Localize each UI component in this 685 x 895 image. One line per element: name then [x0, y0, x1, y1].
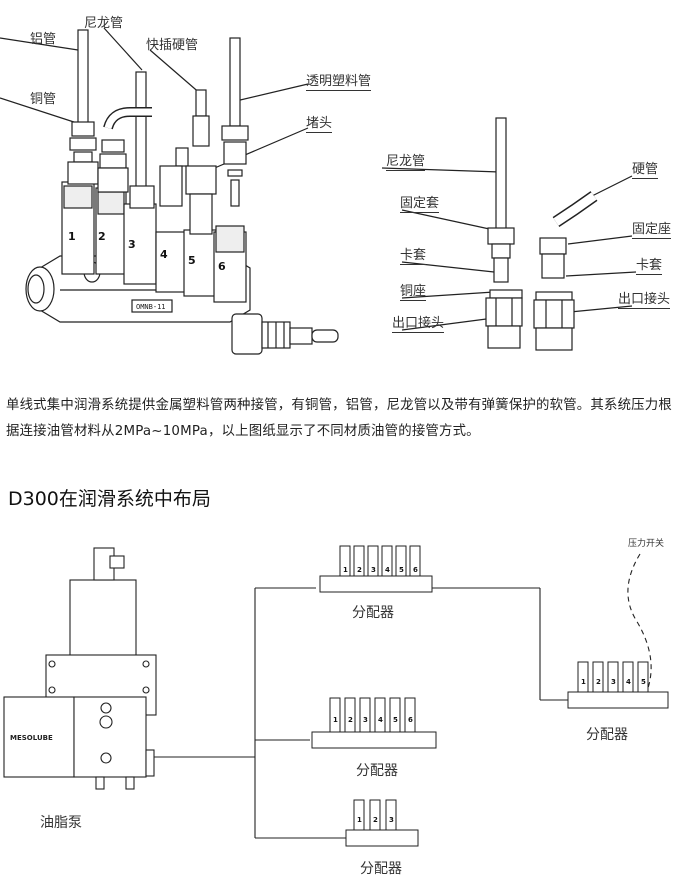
label-distributor-right: 分配器	[586, 727, 628, 743]
port-number: 1	[357, 816, 362, 824]
port-number: 5	[641, 678, 646, 686]
port-number: 2	[348, 716, 353, 724]
label-hard-tube: 硬管	[632, 158, 659, 179]
section-title: D300在润滑系统中布局	[8, 488, 211, 510]
port-number: 2	[373, 816, 378, 824]
port-number: 6	[408, 716, 413, 724]
label-grease-pump: 油脂泵	[40, 815, 82, 831]
label-copper-tube: 铜管	[30, 92, 57, 107]
distributor-right	[567, 661, 669, 709]
port-number: 3	[363, 716, 368, 724]
label-aluminum-tube: 铝管	[30, 32, 57, 47]
port-number: 5	[399, 566, 404, 574]
distributor-top	[319, 545, 433, 593]
port-number: 4	[378, 716, 383, 724]
port-number: 2	[98, 230, 106, 243]
port-number: 2	[357, 566, 362, 574]
label-ferrule-right: 卡套	[636, 254, 663, 275]
label-copper-seat: 铜座	[400, 280, 427, 301]
port-number: 3	[371, 566, 376, 574]
port-number: 1	[68, 230, 76, 243]
distributor-middle	[311, 697, 437, 749]
label-outlet-joint-left: 出口接头	[392, 312, 445, 333]
label-nylon-tube-detail: 尼龙管	[386, 150, 426, 171]
port-number: 1	[581, 678, 586, 686]
label-fixing-sleeve: 固定套	[400, 192, 440, 213]
block-marking: OMNB-11	[136, 303, 166, 311]
port-number: 4	[385, 566, 390, 574]
label-fixing-seat: 固定座	[632, 218, 672, 239]
label-transparent-plastic-tube: 透明塑料管	[306, 70, 372, 91]
label-plug: 堵头	[306, 112, 333, 133]
port-number: 5	[188, 254, 196, 267]
label-distributor-middle: 分配器	[356, 763, 398, 779]
port-number: 1	[343, 566, 348, 574]
description-paragraph: 单线式集中润滑系统提供金属塑料管两种接管，有铜管，铝管，尼龙管以及带有弹簧保护的…	[6, 398, 672, 439]
label-quick-insert-hard-tube: 快插硬管	[146, 38, 199, 53]
label-distributor-bottom: 分配器	[360, 861, 402, 877]
port-number: 3	[611, 678, 616, 686]
label-outlet-joint-right: 出口接头	[618, 288, 671, 309]
label-pressure-switch: 压力开关	[628, 539, 665, 549]
label-distributor-top: 分配器	[352, 605, 394, 621]
port-number: 3	[128, 238, 136, 251]
port-number: 5	[393, 716, 398, 724]
label-ferrule-left: 卡套	[400, 244, 427, 265]
port-number: 4	[160, 248, 168, 261]
pump-brand: MESOLUBE	[10, 734, 53, 742]
distributor-bottom	[345, 799, 419, 847]
port-number: 6	[413, 566, 418, 574]
port-number: 3	[389, 816, 394, 824]
port-number: 1	[333, 716, 338, 724]
label-nylon-tube: 尼龙管	[84, 16, 124, 31]
port-number: 2	[596, 678, 601, 686]
port-number: 6	[218, 260, 226, 273]
port-number: 4	[626, 678, 631, 686]
